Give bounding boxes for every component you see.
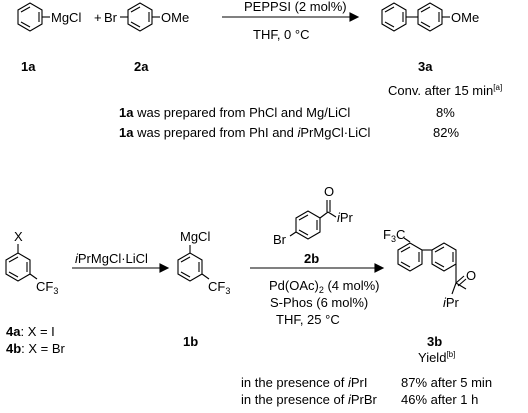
product-f3c: F3C — [383, 227, 405, 244]
table-top-value-1: 8% — [436, 105, 455, 120]
ketone-bromo: Br — [273, 232, 287, 247]
arrowhead-metalation — [159, 263, 170, 273]
conditions-top-catalyst: PEPPSI (2 mol%) — [244, 0, 347, 14]
biaryl-ketone-3b — [397, 237, 467, 295]
table-bottom-value-1: 87% after 5 min — [401, 375, 492, 390]
table-top-row-2: 1a was prepared from PhI and iPrMgCl·LiC… — [119, 125, 371, 140]
compound-label-1b: 1b — [183, 334, 198, 349]
ketone-oxygen: O — [324, 184, 334, 199]
compound-label-2a: 2a — [134, 59, 149, 74]
compound-label-4b: 4b: X = Br — [6, 341, 66, 356]
reagent2-bromo: Br — [104, 10, 118, 25]
compound-label-4a: 4a: X = I — [6, 324, 55, 339]
table-bottom-row-2: in the presence of iPrBr — [241, 392, 378, 407]
product-isopropyl: iPr — [443, 295, 460, 310]
table-top-row-1: 1a was prepared from PhCl and Mg/LiCl — [119, 105, 350, 120]
reagent2-methoxy: OMe — [161, 10, 189, 25]
aryl-ketone-2b — [289, 200, 337, 240]
start-cf3: CF3 — [36, 279, 58, 296]
aryl-ring-2a — [120, 2, 160, 32]
product-methoxy: OMe — [451, 10, 479, 25]
table-top-value-2: 82% — [433, 125, 459, 140]
table-bottom-row-1: in the presence of iPrI — [241, 375, 367, 390]
compound-label-3b: 3b — [427, 334, 442, 349]
biphenyl-3a — [381, 2, 450, 32]
table-bottom-value-2: 46% after 1 h — [401, 392, 478, 407]
conditions-coupling-ligand: S-Phos (6 mol%) — [270, 295, 368, 310]
intermediate-mgcl: MgCl — [180, 229, 210, 244]
product-oxygen: O — [466, 268, 476, 283]
compound-label-2b: 2b — [304, 251, 319, 266]
conditions-metalation: iPrMgCl·LiCl — [75, 251, 148, 266]
conditions-coupling-catalyst: Pd(OAc)2 (4 mol%) — [269, 278, 379, 295]
ketone-isopropyl: iPr — [337, 210, 354, 225]
arrowhead-coupling — [374, 263, 385, 273]
substituent-x: X — [14, 229, 23, 244]
plus-sign: + — [94, 10, 102, 25]
arrowhead-top — [349, 12, 360, 22]
aryl-ring-1b — [177, 245, 210, 282]
reagent1-group: MgCl — [51, 10, 81, 25]
phenyl-ring-1a — [17, 2, 50, 32]
conditions-top-solvent: THF, 0 °C — [253, 27, 309, 42]
compound-label-1a: 1a — [21, 59, 36, 74]
yield-header: Yield[b] — [418, 350, 455, 365]
aryl-ring-4 — [5, 244, 38, 282]
conversion-header: Conv. after 15 min[a] — [388, 83, 502, 98]
intermediate-cf3: CF3 — [208, 279, 230, 296]
conditions-coupling-solvent: THF, 25 °C — [276, 312, 340, 327]
compound-label-3a: 3a — [418, 59, 433, 74]
